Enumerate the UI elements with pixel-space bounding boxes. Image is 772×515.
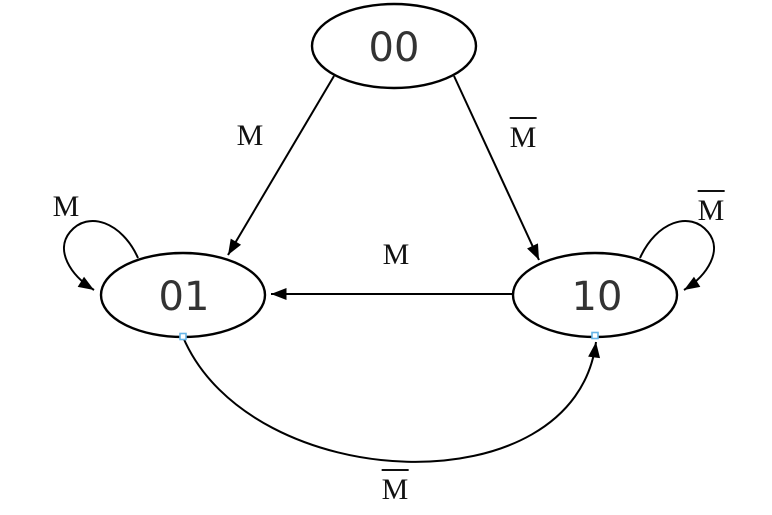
connection-point-01[interactable] xyxy=(179,332,187,341)
state-10-label: 10 xyxy=(571,274,623,320)
edge-label-self-loop-10: M xyxy=(697,190,725,226)
self-loop-10[interactable] xyxy=(639,220,715,291)
edge-01-to-10[interactable] xyxy=(182,336,601,463)
edge-label-01-to-10: M xyxy=(381,469,409,505)
self-loop-01[interactable] xyxy=(63,220,139,291)
state-00-label: 00 xyxy=(368,25,420,71)
edge-00-to-01[interactable] xyxy=(227,75,335,256)
state-01-label: 01 xyxy=(158,274,210,320)
connection-point-10[interactable] xyxy=(591,331,599,340)
edge-label-self-loop-01: M xyxy=(52,190,80,223)
edge-00-to-10[interactable] xyxy=(453,75,540,261)
edge-label-10-to-01: M xyxy=(382,238,410,271)
state-00-ellipse[interactable] xyxy=(310,2,478,90)
edge-label-00-to-10: M xyxy=(509,117,537,153)
edge-label-00-to-01: M xyxy=(236,119,264,152)
